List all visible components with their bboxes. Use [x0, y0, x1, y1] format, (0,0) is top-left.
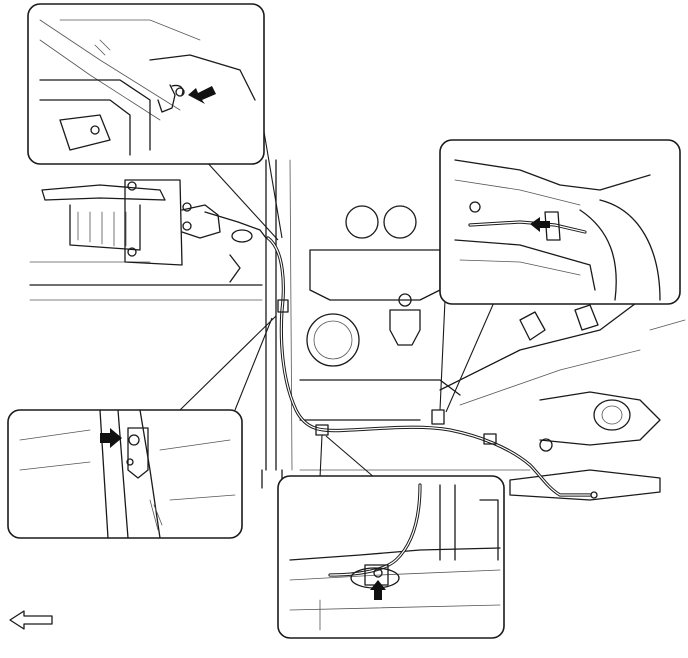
- callout-bottom-center: [277, 475, 505, 639]
- bolt-detail: [19, 409, 236, 539]
- callout-top-right: [439, 139, 681, 305]
- front-direction-arrow-icon: [9, 610, 53, 630]
- vehicle-body-background: [29, 159, 686, 501]
- callout-mid-left: [7, 409, 243, 539]
- callout-leaders: [179, 119, 496, 479]
- arrow-icon: [370, 580, 386, 600]
- arrow-icon: [188, 86, 216, 104]
- floor-clamp-detail: [289, 483, 501, 631]
- arrow-icon: [530, 217, 550, 232]
- arrow-icon: [100, 428, 122, 448]
- callout-top-left: [27, 3, 265, 165]
- parking-brake-cable: [266, 236, 598, 499]
- bracket-bolt-detail: [39, 19, 256, 156]
